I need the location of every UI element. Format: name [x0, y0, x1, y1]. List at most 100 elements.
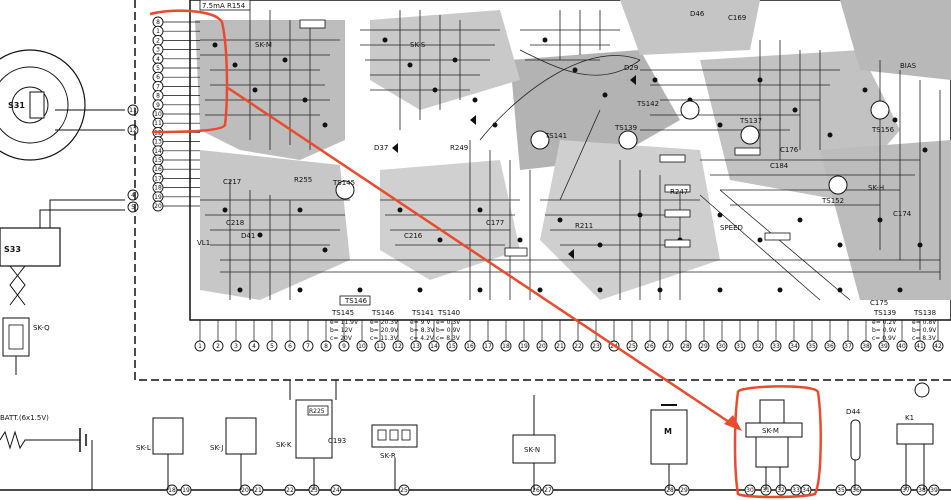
pcb-board: 7.5mA R154 TS145 TS146 TS141 TS142 TS139… — [189, 0, 951, 321]
connector-pin-label: 17 — [154, 175, 162, 182]
ts152-symbol — [828, 175, 848, 195]
sk-q-switch: SK-Q — [2, 317, 50, 375]
svg-text:b= 8.3V: b= 8.3V — [410, 327, 435, 334]
connector-pin-label: 26 — [532, 487, 540, 494]
s33-assembly: S33 — [0, 199, 125, 306]
connector-pin-label: 2 — [156, 37, 160, 44]
connector-pin-label: 23 — [592, 343, 600, 350]
red-arrow-line — [227, 86, 739, 430]
connector-pin — [398, 484, 410, 496]
connector-pin — [330, 484, 342, 496]
sk-k-label: SK-K — [276, 441, 292, 449]
connector-pin-label: 22 — [574, 343, 582, 350]
connector-pin — [850, 484, 862, 496]
k1-relay: K1 — [896, 382, 934, 490]
connector-pin-label: 10 — [358, 343, 366, 350]
connector-pin-label: 32 — [777, 487, 785, 494]
ts137-symbol — [740, 125, 760, 145]
battery: BATT.(6x1.5V) — [0, 414, 93, 490]
connector-pin-label: 27 — [544, 487, 552, 494]
r211-label: R211 — [575, 222, 593, 230]
connector-pin-label: 7 — [156, 83, 160, 90]
connector-pin — [744, 484, 756, 496]
connector-pin-label: 5 — [156, 65, 160, 72]
connector-pin-label: 24 — [332, 487, 340, 494]
connector-pin-label: 12 — [129, 127, 137, 134]
top-resistor-label: 7.5mA R154 — [202, 2, 246, 10]
connector-pin-label: 42 — [934, 343, 942, 350]
connector-pin-label: 23 — [310, 487, 318, 494]
svg-text:TS145: TS145 — [331, 309, 354, 317]
ts137-label: TS137 — [739, 117, 762, 125]
svg-text:TS141: TS141 — [411, 309, 434, 317]
connector-pin-label: 25 — [400, 487, 408, 494]
connector-pin-label: 1 — [198, 343, 202, 350]
connector-pin-label: 18 — [168, 487, 176, 494]
ts145-symbol — [335, 180, 355, 200]
sk-q-label: SK-Q — [33, 324, 50, 332]
voltage-table-ts145: TS145 e= 11.9V b= 12V c= 20V — [330, 309, 359, 342]
connector-pin-label: 32 — [754, 343, 762, 350]
connector-pin-label: 36 — [852, 487, 860, 494]
connector-pin-label: 17 — [484, 343, 492, 350]
connector-pin-label: 5 — [270, 343, 274, 350]
connector-pin-label: 8 — [324, 343, 328, 350]
connector-pin-label: 4 — [156, 56, 160, 63]
svg-text:e= 0.2V: e= 0.2V — [872, 319, 897, 326]
connector-pin — [664, 484, 676, 496]
r225-label: R225 — [309, 408, 325, 415]
svg-text:e= 20.3V: e= 20.3V — [370, 319, 399, 326]
connector-pin-label: 18 — [502, 343, 510, 350]
connector-pin-label: 40 — [898, 343, 906, 350]
connector-pin-label: 29 — [680, 487, 688, 494]
d44-led: D44 — [846, 408, 861, 490]
svg-text:c= 20V: c= 20V — [330, 335, 353, 342]
sk-m-top-label: SK-M — [255, 41, 272, 49]
connector-pin-label: 28 — [682, 343, 690, 350]
sk-k-switch: R225 SK-K C193 — [276, 380, 346, 490]
c177-label: C177 — [486, 219, 504, 227]
connector-pin-label: 5 — [131, 204, 135, 211]
r255-label: R255 — [294, 176, 312, 184]
s33-label: S33 — [4, 245, 21, 254]
connector-pin-label: 21 — [556, 343, 564, 350]
k1-label: K1 — [905, 414, 914, 422]
svg-text:e= 0.8V: e= 0.8V — [912, 319, 937, 326]
connector-pin — [678, 484, 690, 496]
d35-symbol — [470, 115, 476, 125]
connector-pin-label: 22 — [286, 487, 294, 494]
sk-l-switch: SK-L — [136, 417, 184, 490]
ts142-label: TS142 — [636, 100, 659, 108]
svg-text:b= 0.9V: b= 0.9V — [872, 327, 897, 334]
connector-pin-label: 16 — [466, 343, 474, 350]
frame-border — [134, 0, 951, 381]
connector-pin — [542, 484, 554, 496]
d44-label: D44 — [846, 408, 861, 416]
connector-pin-label: 27 — [664, 343, 672, 350]
c184-label: C184 — [770, 162, 789, 170]
connector-pin-label: 14 — [430, 343, 438, 350]
connector-pin-label: 15 — [154, 157, 162, 164]
d46-label: D46 — [690, 10, 705, 18]
connector-pin-label: 29 — [700, 343, 708, 350]
red-arrow-head — [724, 415, 742, 431]
connector-pin-label: 38 — [918, 487, 926, 494]
svg-text:e= 0.3V: e= 0.3V — [436, 319, 461, 326]
connector-pin-label: 25 — [628, 343, 636, 350]
connector-pin-label: 34 — [802, 487, 810, 494]
ts145-label: TS145 — [332, 179, 355, 187]
connector-pin — [180, 484, 192, 496]
svg-text:b= 0.9V: b= 0.9V — [912, 327, 937, 334]
connector-pin — [775, 484, 787, 496]
c175-label: C175 — [870, 299, 888, 307]
connector-pin-label: 3 — [156, 47, 160, 54]
connector-pin-label: 33 — [792, 487, 800, 494]
svg-text:b= 20.9V: b= 20.9V — [370, 327, 399, 334]
connector-pin-label: 16 — [154, 166, 162, 173]
connector-pin-label: 6 — [288, 343, 292, 350]
ts139-label: TS139 — [614, 124, 637, 132]
voltage-table-ts138: TS138 e= 0.8V b= 0.9V c= 8.3V — [912, 309, 937, 342]
svg-text:TS138: TS138 — [913, 309, 936, 317]
